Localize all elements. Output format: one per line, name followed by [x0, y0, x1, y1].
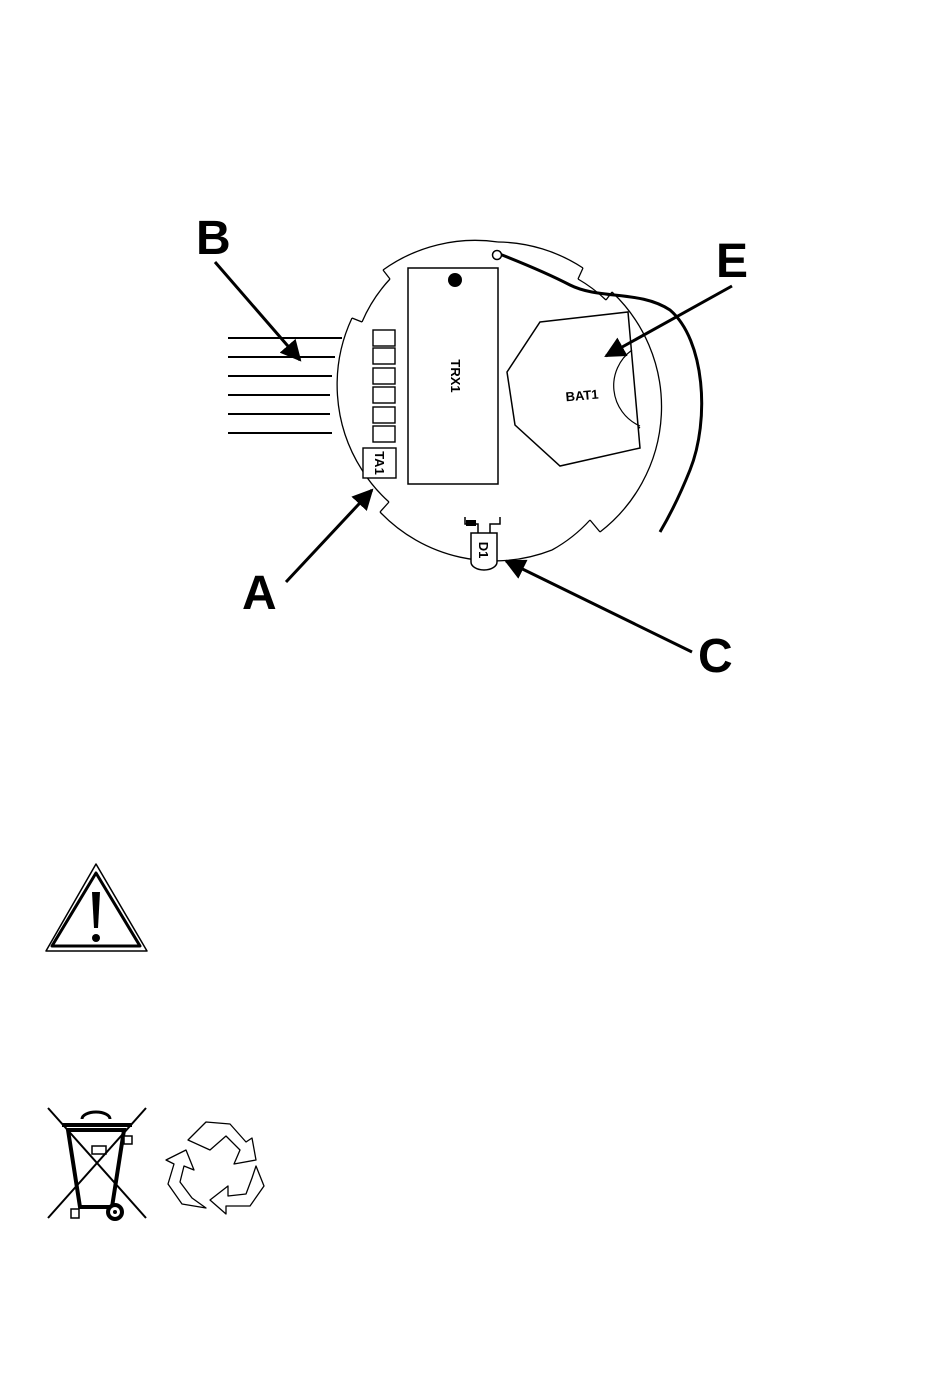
pad	[373, 348, 395, 364]
pcb-diagram: TRX1 TA1 BAT1	[196, 212, 748, 683]
trx-label: TRX1	[448, 359, 463, 392]
antenna-solder-point	[493, 251, 502, 260]
pad	[373, 368, 395, 384]
tamper-label: TA1	[372, 451, 387, 475]
arrow-b	[215, 262, 300, 360]
recycle-icon	[166, 1122, 264, 1214]
callout-a: A	[242, 567, 277, 620]
led-leg-right	[490, 517, 500, 533]
led-label: D1	[476, 542, 491, 559]
callout-c: C	[698, 630, 733, 683]
pad	[373, 387, 395, 403]
pad	[373, 330, 395, 346]
pad	[373, 426, 395, 442]
battery: BAT1	[507, 312, 640, 466]
arrow-a	[286, 490, 372, 582]
connector-pads	[373, 330, 395, 442]
warning-triangle-icon	[46, 864, 147, 951]
pad	[373, 407, 395, 423]
connector-wires	[228, 338, 342, 433]
led: D1	[465, 517, 500, 570]
battery-label: BAT1	[565, 387, 599, 405]
led-leg-mark	[466, 520, 476, 526]
arrow-c	[506, 561, 692, 652]
callout-e: E	[716, 235, 748, 288]
callout-b: B	[196, 212, 231, 265]
trx-pin1-dot	[448, 273, 462, 287]
crossed-out-wheelie-bin-icon	[48, 1108, 146, 1219]
